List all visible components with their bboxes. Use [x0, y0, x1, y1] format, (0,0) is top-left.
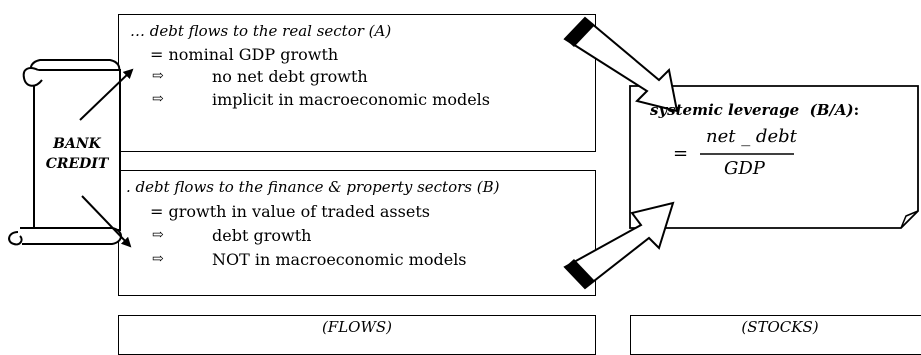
flow-a-heading: … debt flows to the real sector (A)	[130, 22, 392, 40]
credit-arrow-to-a	[79, 68, 134, 121]
flow-b-bullet-arrow: ⇨	[152, 227, 164, 243]
flow-a-bullet-arrow: ⇨	[152, 68, 164, 84]
flow-b-bullet-arrow: ⇨	[152, 251, 164, 267]
stocks-label: (STOCKS)	[741, 318, 819, 336]
block-arrow-a-to-leverage	[563, 16, 679, 113]
diagram: … debt flows to the real sector (A) = no…	[8, 14, 921, 355]
flow-b-heading: . debt flows to the finance & property s…	[126, 178, 500, 196]
bank-credit-label-line1: BANK	[53, 136, 101, 152]
flow-a-box	[118, 14, 596, 152]
leverage-equals: =	[673, 143, 689, 164]
credit-arrow-to-b	[81, 195, 132, 248]
flow-a-bullet-text: no net debt growth	[212, 67, 368, 86]
leverage-numerator: net _ debt	[706, 126, 797, 147]
flow-a-bullet-text: implicit in macroeconomic models	[212, 90, 490, 109]
flow-b-line: = growth in value of traded assets	[150, 202, 430, 221]
bank-credit-label-line2: CREDIT	[45, 156, 109, 172]
leverage-title-text: systemic leverage	[650, 101, 800, 119]
bank-credit-scroll	[8, 59, 122, 246]
flow-a-bullet-arrow: ⇨	[152, 91, 164, 107]
diagram-graphics	[8, 16, 919, 290]
leverage-colon: :	[853, 101, 860, 119]
flow-a-line: = nominal GDP growth	[150, 45, 339, 64]
note-fold-corner	[900, 210, 919, 229]
leverage-title: systemic leverage (B/A):	[650, 101, 859, 119]
flow-b-bullet-text: NOT in macroeconomic models	[212, 250, 467, 269]
flow-b-box	[118, 170, 596, 296]
flows-label: (FLOWS)	[321, 318, 393, 336]
leverage-ratio: (B/A)	[809, 101, 854, 119]
block-arrow-b-to-leverage	[563, 201, 675, 290]
leverage-denominator: GDP	[724, 158, 765, 179]
flow-b-bullet-text: debt growth	[212, 226, 312, 245]
leverage-note-box	[629, 85, 919, 229]
